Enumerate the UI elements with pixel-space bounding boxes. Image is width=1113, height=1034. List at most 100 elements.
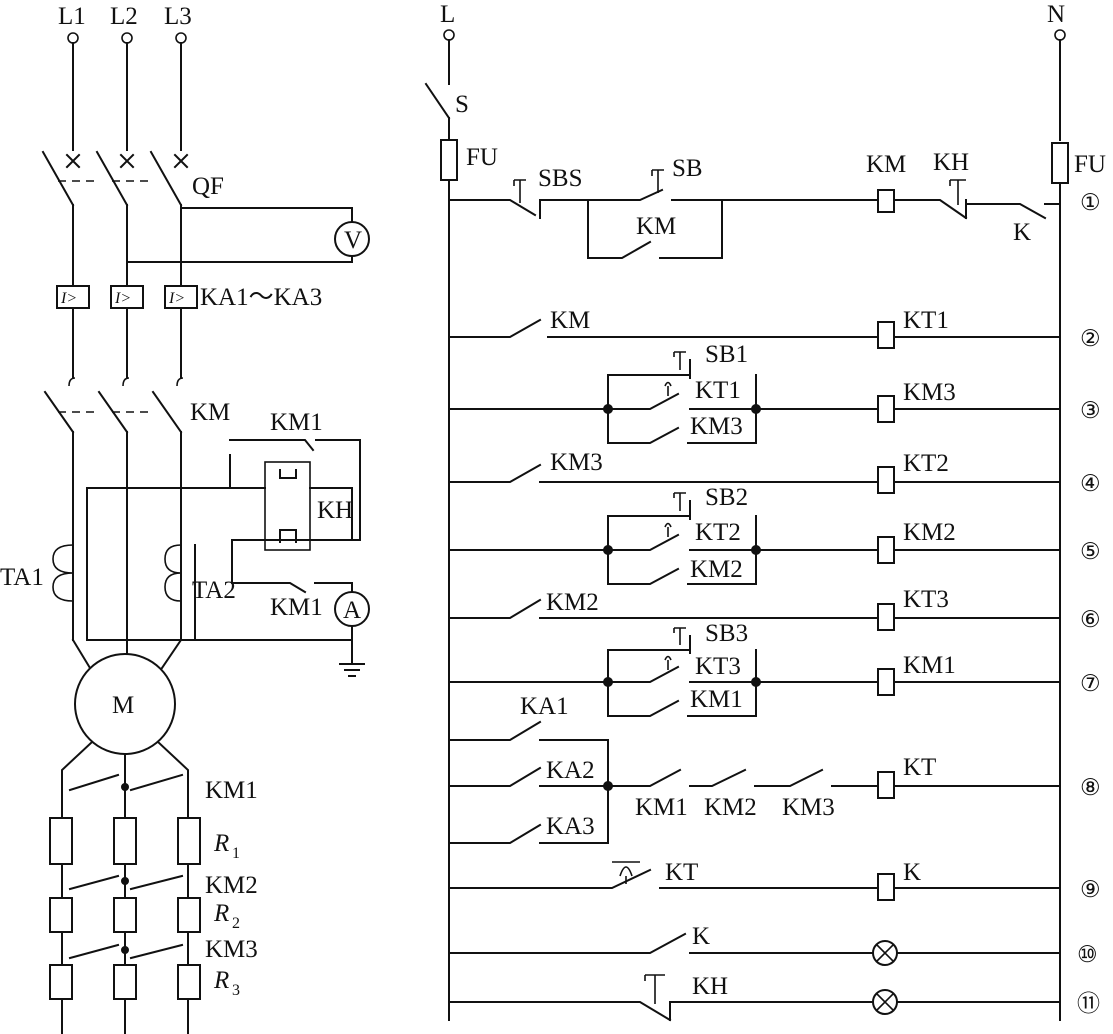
stage3-km3-label: KM3: [205, 936, 258, 963]
resistor-stage-3: KM3 R 3: [49, 936, 258, 1000]
resistor-stage-2: KM2 R 2: [49, 872, 258, 933]
voltmeter: [334, 221, 370, 257]
rung8-number: ⑧: [1080, 775, 1101, 800]
rung3-km3-coil-label: KM3: [903, 379, 956, 406]
svg-text:1: 1: [232, 845, 240, 862]
ta2-label: TA2: [192, 577, 236, 604]
stage1-km1-label: KM1: [205, 777, 258, 804]
svg-text:I>: I>: [60, 290, 77, 307]
rung1-k-label: K: [1013, 219, 1031, 246]
overcurrent-relays: I> I> I> KA1～KA3: [56, 284, 322, 311]
rung1-sbs-label: SBS: [538, 165, 582, 192]
phase-label-l1: L1: [58, 3, 86, 30]
thermal-relay-kh: KH: [229, 454, 353, 551]
rung1-km-contact-label: KM: [636, 213, 676, 240]
rung-11: KH ⑪: [448, 973, 1100, 1022]
rung9-kt-label: KT: [665, 859, 698, 886]
rung8-kt-label: KT: [903, 754, 936, 781]
svg-text:I>: I>: [168, 290, 185, 307]
rung10-k-label: K: [692, 923, 710, 950]
rung-3: SB1 KT1 KM3 KM3 ③: [448, 341, 1101, 444]
rung-8: KA1 KA2 KA3 KM1 KM2 KM3 KT ⑧: [448, 693, 1101, 844]
terminal-l1: [67, 32, 79, 44]
rung-4: KM3 KT2 ④: [448, 449, 1101, 496]
rung-6: KM2 KT3 ⑥: [448, 586, 1101, 632]
control-circuit: L N S FU FU SBS SB KM KM KH K ① KM KT1 ②…: [424, 1, 1106, 1022]
phase-label-l2: L2: [110, 3, 138, 30]
rung-10: K ⑩: [448, 923, 1098, 967]
stage2-km2-label: KM2: [205, 872, 258, 899]
rung6-kt3-label: KT3: [903, 586, 949, 613]
fuse-right-label: FU: [1074, 151, 1106, 178]
rung1-kh-label: KH: [933, 149, 969, 176]
current-transformer-ta2: TA2: [164, 544, 236, 604]
terminal-neutral: [1054, 29, 1066, 41]
breaker-qf: QF: [41, 150, 224, 207]
rung11-kh-label: KH: [692, 973, 728, 1000]
rung11-number: ⑪: [1077, 991, 1100, 1016]
svg-text:R: R: [213, 967, 229, 994]
rung5-sb2-label: SB2: [705, 484, 748, 511]
terminal-l2: [121, 32, 133, 44]
rung-7: SB3 KT3 KM1 KM1 ⑦: [448, 620, 1101, 717]
switch-s-label: S: [455, 91, 469, 118]
overcurrent-relays-label: KA1～KA3: [200, 284, 322, 311]
rung2-number: ②: [1080, 326, 1101, 351]
contactor-km-label: KM: [190, 399, 230, 426]
contactor-km: KM: [43, 377, 230, 434]
rung3-kt1-label: KT1: [695, 377, 741, 404]
rung-2: KM KT1 ②: [448, 307, 1101, 351]
rung2-km-label: KM: [550, 307, 590, 334]
rung7-km1-coil-label: KM1: [903, 652, 956, 679]
rung5-km2-coil-label: KM2: [903, 519, 956, 546]
rung7-sb3-label: SB3: [705, 620, 748, 647]
fuse-left-label: FU: [466, 144, 498, 171]
rung8-ka1-label: KA1: [520, 693, 569, 720]
power-circuit: L1 L2 L3 QF V I> I> I> KA1～KA3 KM TA1: [0, 3, 370, 1034]
breaker-qf-label: QF: [192, 173, 224, 200]
rung10-number: ⑩: [1077, 942, 1098, 967]
rung8-ka2-label: KA2: [546, 757, 595, 784]
km1-bottom-label: KM1: [270, 594, 323, 621]
fuse-right: [1051, 142, 1069, 184]
neutral-label: N: [1047, 1, 1065, 28]
km1-top-label: KM1: [270, 409, 323, 436]
rung2-kt1-label: KT1: [903, 307, 949, 334]
terminal-l3: [175, 32, 187, 44]
rung-1: SBS SB KM KM KH K ①: [448, 149, 1101, 259]
rung-9: KT K ⑨: [448, 859, 1101, 902]
rung1-sb-label: SB: [672, 155, 703, 182]
svg-text:R: R: [213, 900, 229, 927]
rung6-km2-label: KM2: [546, 589, 599, 616]
rung8-km3-label: KM3: [782, 794, 835, 821]
rung6-number: ⑥: [1080, 607, 1101, 632]
rung8-ka3-label: KA3: [546, 813, 595, 840]
rung7-number: ⑦: [1080, 671, 1101, 696]
fuse-left: [440, 139, 458, 181]
rung9-k-label: K: [903, 859, 921, 886]
svg-text:3: 3: [232, 982, 240, 999]
svg-text:R: R: [213, 830, 229, 857]
rung8-km2-label: KM2: [704, 794, 757, 821]
rung3-sb1-label: SB1: [705, 341, 748, 368]
rung7-kt3-label: KT3: [695, 653, 741, 680]
rung5-number: ⑤: [1080, 539, 1101, 564]
rung3-number: ③: [1080, 398, 1101, 423]
ammeter-label: A: [343, 597, 361, 624]
motor-label: M: [112, 692, 134, 719]
rung8-km1-label: KM1: [635, 794, 688, 821]
rung7-km1-contact-label: KM1: [690, 686, 743, 713]
rung4-km3-label: KM3: [550, 449, 603, 476]
rung1-number: ①: [1080, 190, 1101, 215]
resistor-stage-1: KM1 R 1: [49, 773, 258, 865]
kh-label: KH: [317, 497, 353, 524]
svg-text:I>: I>: [114, 290, 131, 307]
current-transformer-ta1: TA1: [0, 544, 74, 602]
rung-5: SB2 KT2 KM2 KM2 ⑤: [448, 484, 1101, 585]
phase-label-l3: L3: [164, 3, 192, 30]
rung5-km2-contact-label: KM2: [690, 556, 743, 583]
rung5-kt2-label: KT2: [695, 519, 741, 546]
voltmeter-label: V: [344, 227, 362, 254]
rung1-km-coil-label: KM: [866, 151, 906, 178]
rung4-number: ④: [1080, 471, 1101, 496]
